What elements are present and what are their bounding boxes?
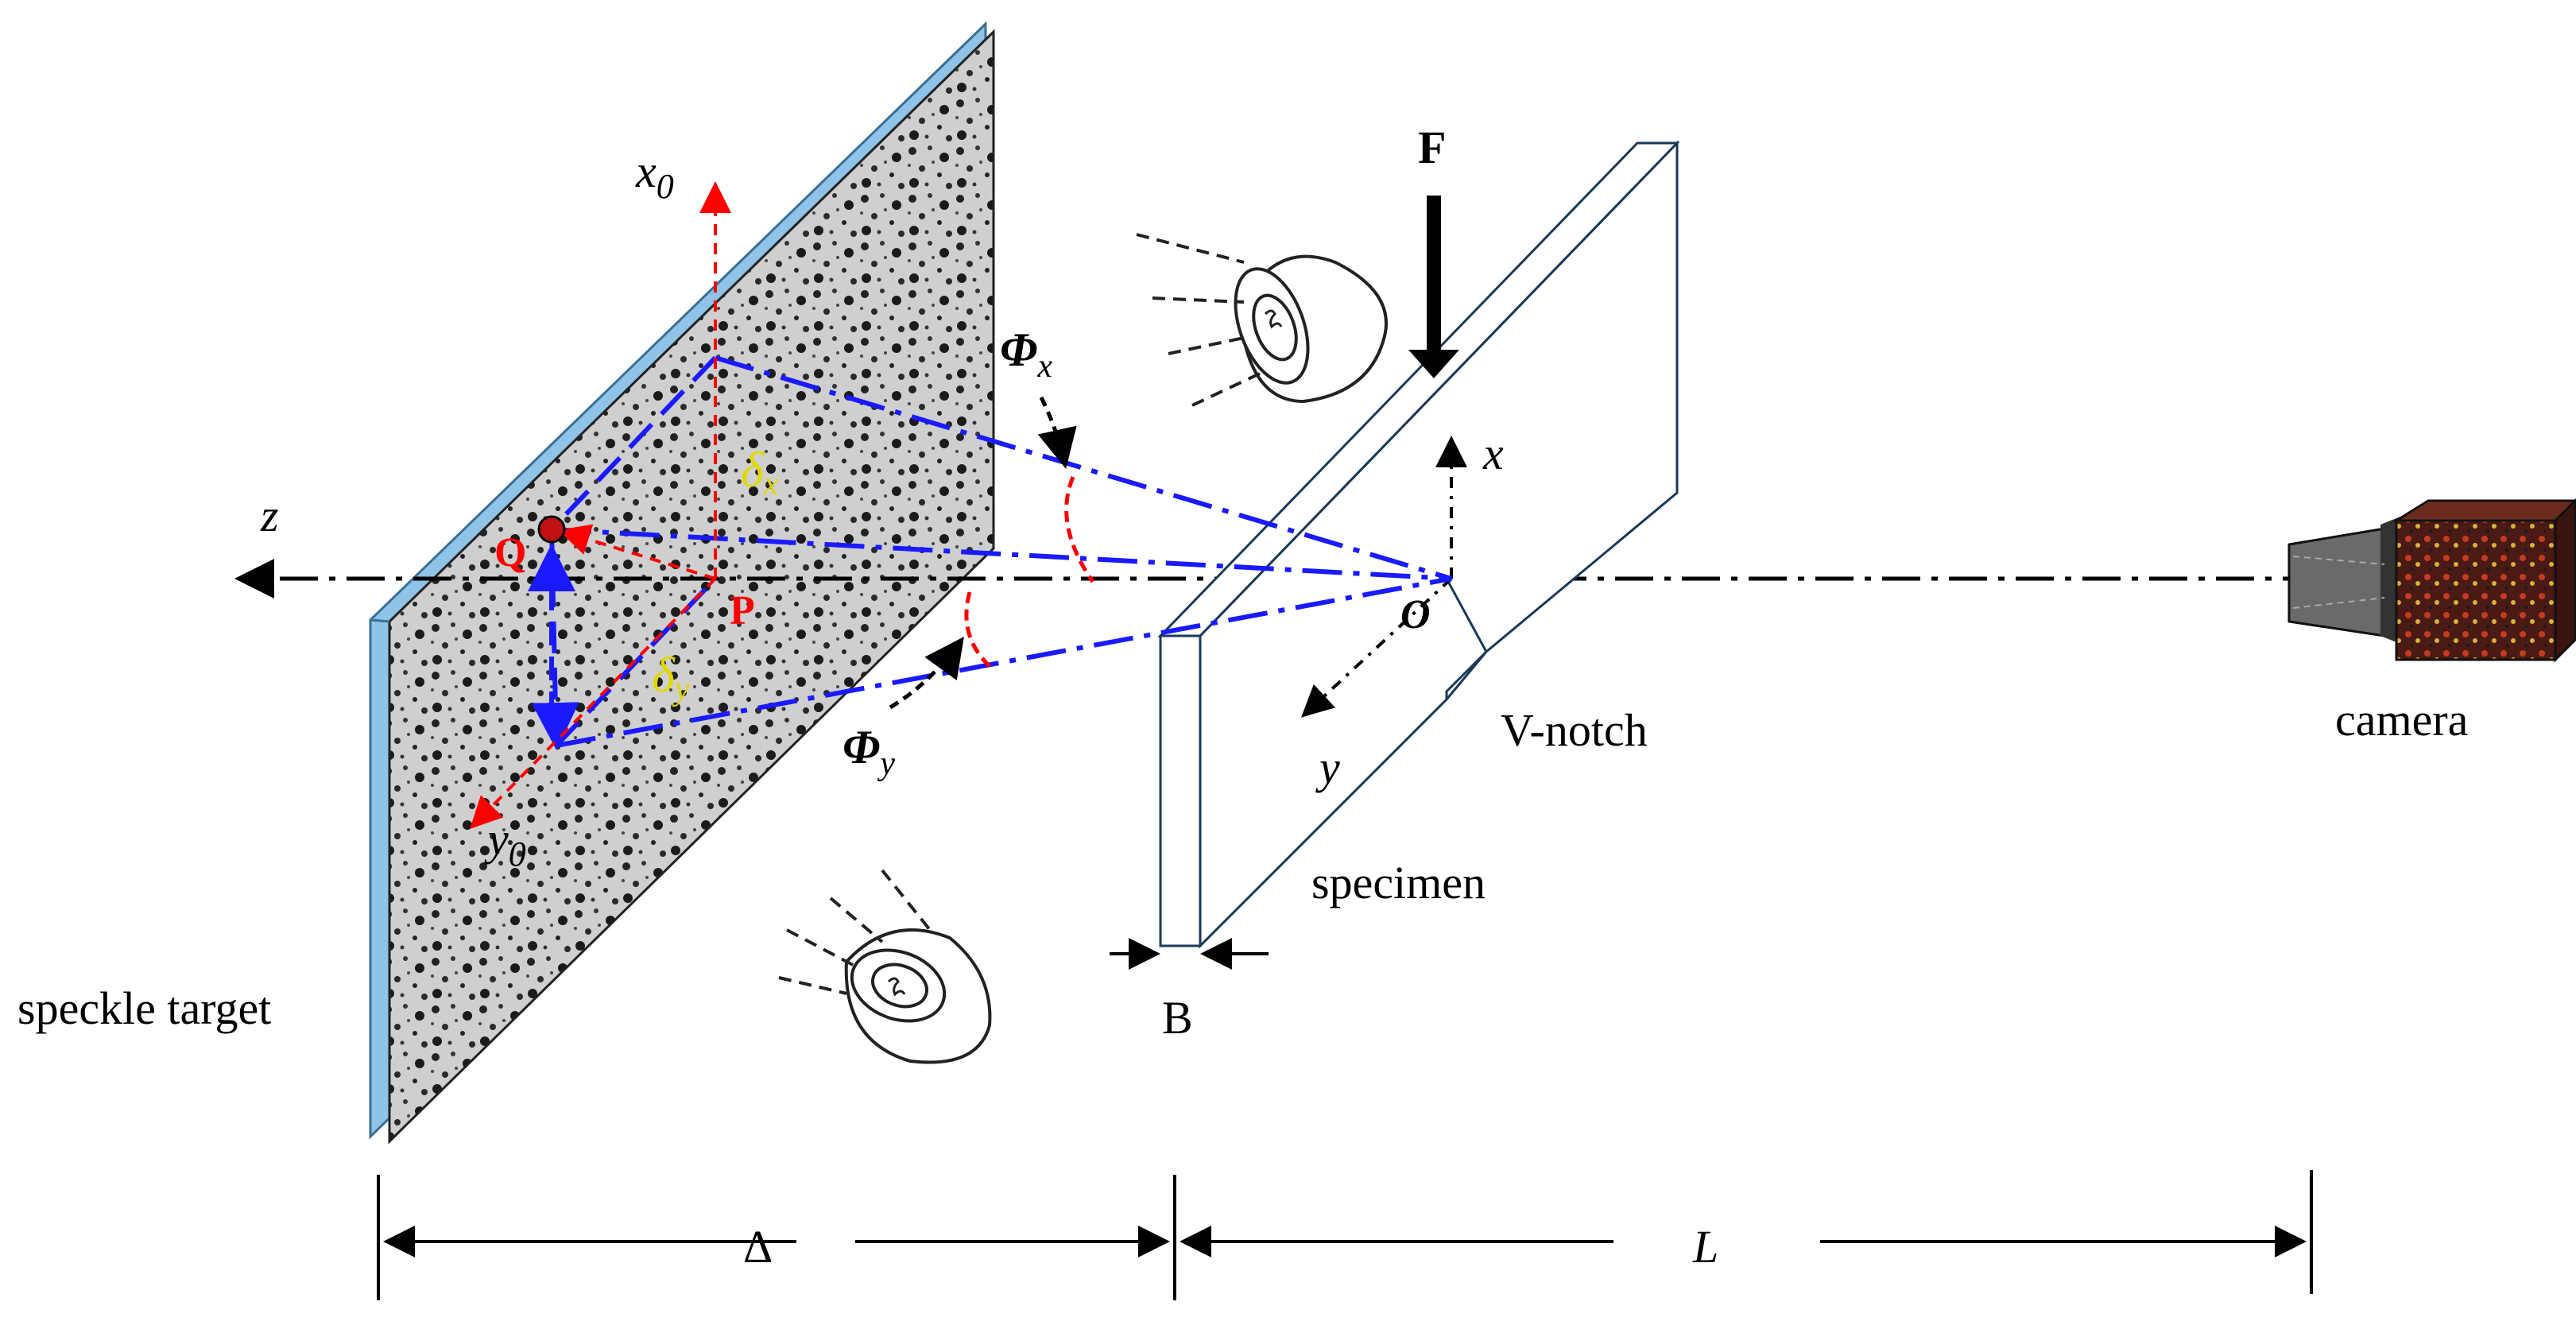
thickness-b-label: B (1162, 992, 1193, 1044)
phi-y-label: Φy (843, 721, 895, 782)
phi-x-pointer (1037, 396, 1077, 469)
y-axis-arrow (1301, 577, 1453, 718)
specimen-label: specimen (1311, 857, 1486, 908)
speckle-target-plate (369, 21, 995, 1145)
distance-l-label: L (1692, 1221, 1718, 1273)
y-axis-label: y (1315, 742, 1340, 793)
point-q-marker (537, 515, 566, 544)
force-arrow (1408, 196, 1459, 378)
phi-x-arc (1064, 476, 1095, 583)
camera-label: camera (2335, 694, 2468, 746)
speckle-target-label: speckle target (17, 982, 271, 1034)
delta-x-label: δx (741, 444, 779, 502)
lamp-icon (778, 869, 992, 1064)
v-notch-label: V-notch (1501, 704, 1648, 756)
z-axis-label: z (260, 490, 279, 541)
distance-delta-label: Δ (743, 1221, 773, 1273)
x-axis-label: x (1482, 428, 1504, 479)
point-q-label: Q (494, 530, 526, 575)
y0-axis-label: y0 (484, 813, 526, 874)
delta-y-label: δy (652, 649, 690, 707)
origin-o-label: O (1400, 592, 1431, 637)
specimen-body (1157, 140, 1680, 949)
camera-icon (2287, 498, 2576, 663)
phi-y-arc (964, 591, 991, 668)
point-p-label: P (730, 588, 755, 633)
phi-y-pointer (889, 636, 964, 710)
phi-x-label: Φx (1000, 323, 1052, 385)
x0-axis-label: x0 (635, 145, 674, 206)
lamp-icon (1136, 233, 1388, 407)
dimension-lines (377, 938, 2313, 1300)
force-label: F (1418, 122, 1446, 173)
